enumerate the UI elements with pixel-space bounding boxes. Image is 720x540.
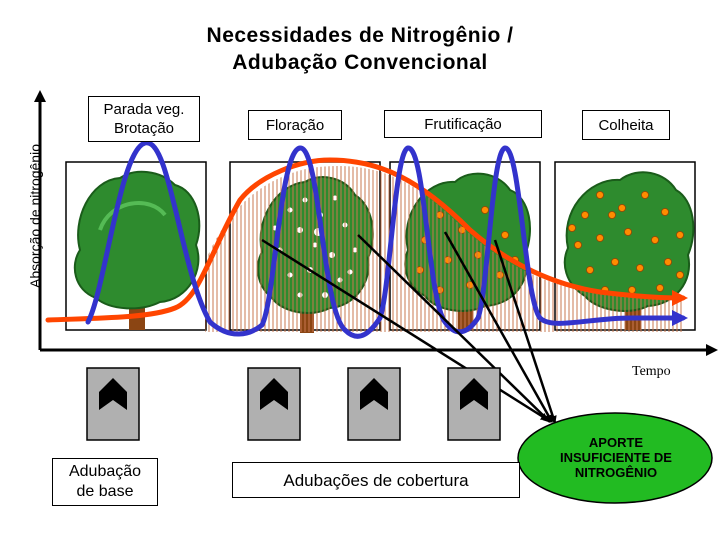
base-fertilization-line-1: Adubação — [68, 463, 142, 480]
axes — [34, 90, 718, 356]
nitrogen-demand-curve — [45, 157, 686, 323]
bag-base — [86, 367, 140, 441]
nitrogen-deficit-area — [205, 165, 683, 332]
fertilizer-bags — [86, 367, 501, 441]
nitrogen-supply-curve — [85, 140, 686, 339]
callout-line-3: NITROGÊNIO — [574, 465, 658, 480]
base-fertilization-line-2: de base — [76, 483, 134, 500]
tree-colheita — [563, 171, 695, 330]
stage-label-frutificacao: Frutificação — [384, 110, 542, 138]
bag-cover-1 — [247, 367, 301, 441]
deficit-callout-shape — [517, 412, 713, 504]
pointer-line-4 — [493, 239, 557, 424]
stage-parada-line-1: Parada veg. — [103, 101, 185, 118]
stage-parada-line-2: Brotação — [113, 120, 175, 137]
x-axis-label: Tempo — [632, 364, 671, 379]
stage-label-floracao: Floração — [248, 110, 342, 140]
diagram-title: Necessidades de Nitrogênio / Adubação Co… — [0, 22, 720, 76]
pointer-line-3 — [443, 231, 554, 423]
title-line-2: Adubação Convencional — [232, 51, 488, 74]
x-axis-arrowhead — [706, 344, 718, 356]
demand-curve-arrowhead — [672, 290, 688, 306]
stage-label-parada: Parada veg. Brotação — [88, 96, 200, 142]
supply-curve-arrowhead — [672, 310, 688, 326]
bag-cover-2 — [347, 367, 401, 441]
cover-fertilization-label: Adubações de cobertura — [232, 462, 520, 498]
base-fertilization-label: Adubação de base — [52, 458, 158, 506]
callout-line-2: INSUFICIENTE DE — [560, 450, 672, 465]
bag-cover-3 — [447, 367, 501, 441]
title-line-1: Necessidades de Nitrogênio / — [206, 24, 514, 47]
callout-line-1: APORTE — [588, 435, 644, 450]
pointer-line-2 — [357, 234, 551, 423]
stage-label-colheita: Colheita — [582, 110, 670, 140]
deficit-callout-text: APORTE INSUFICIENTE DE NITROGÊNIO — [530, 435, 702, 480]
y-axis-arrowhead — [34, 90, 46, 102]
